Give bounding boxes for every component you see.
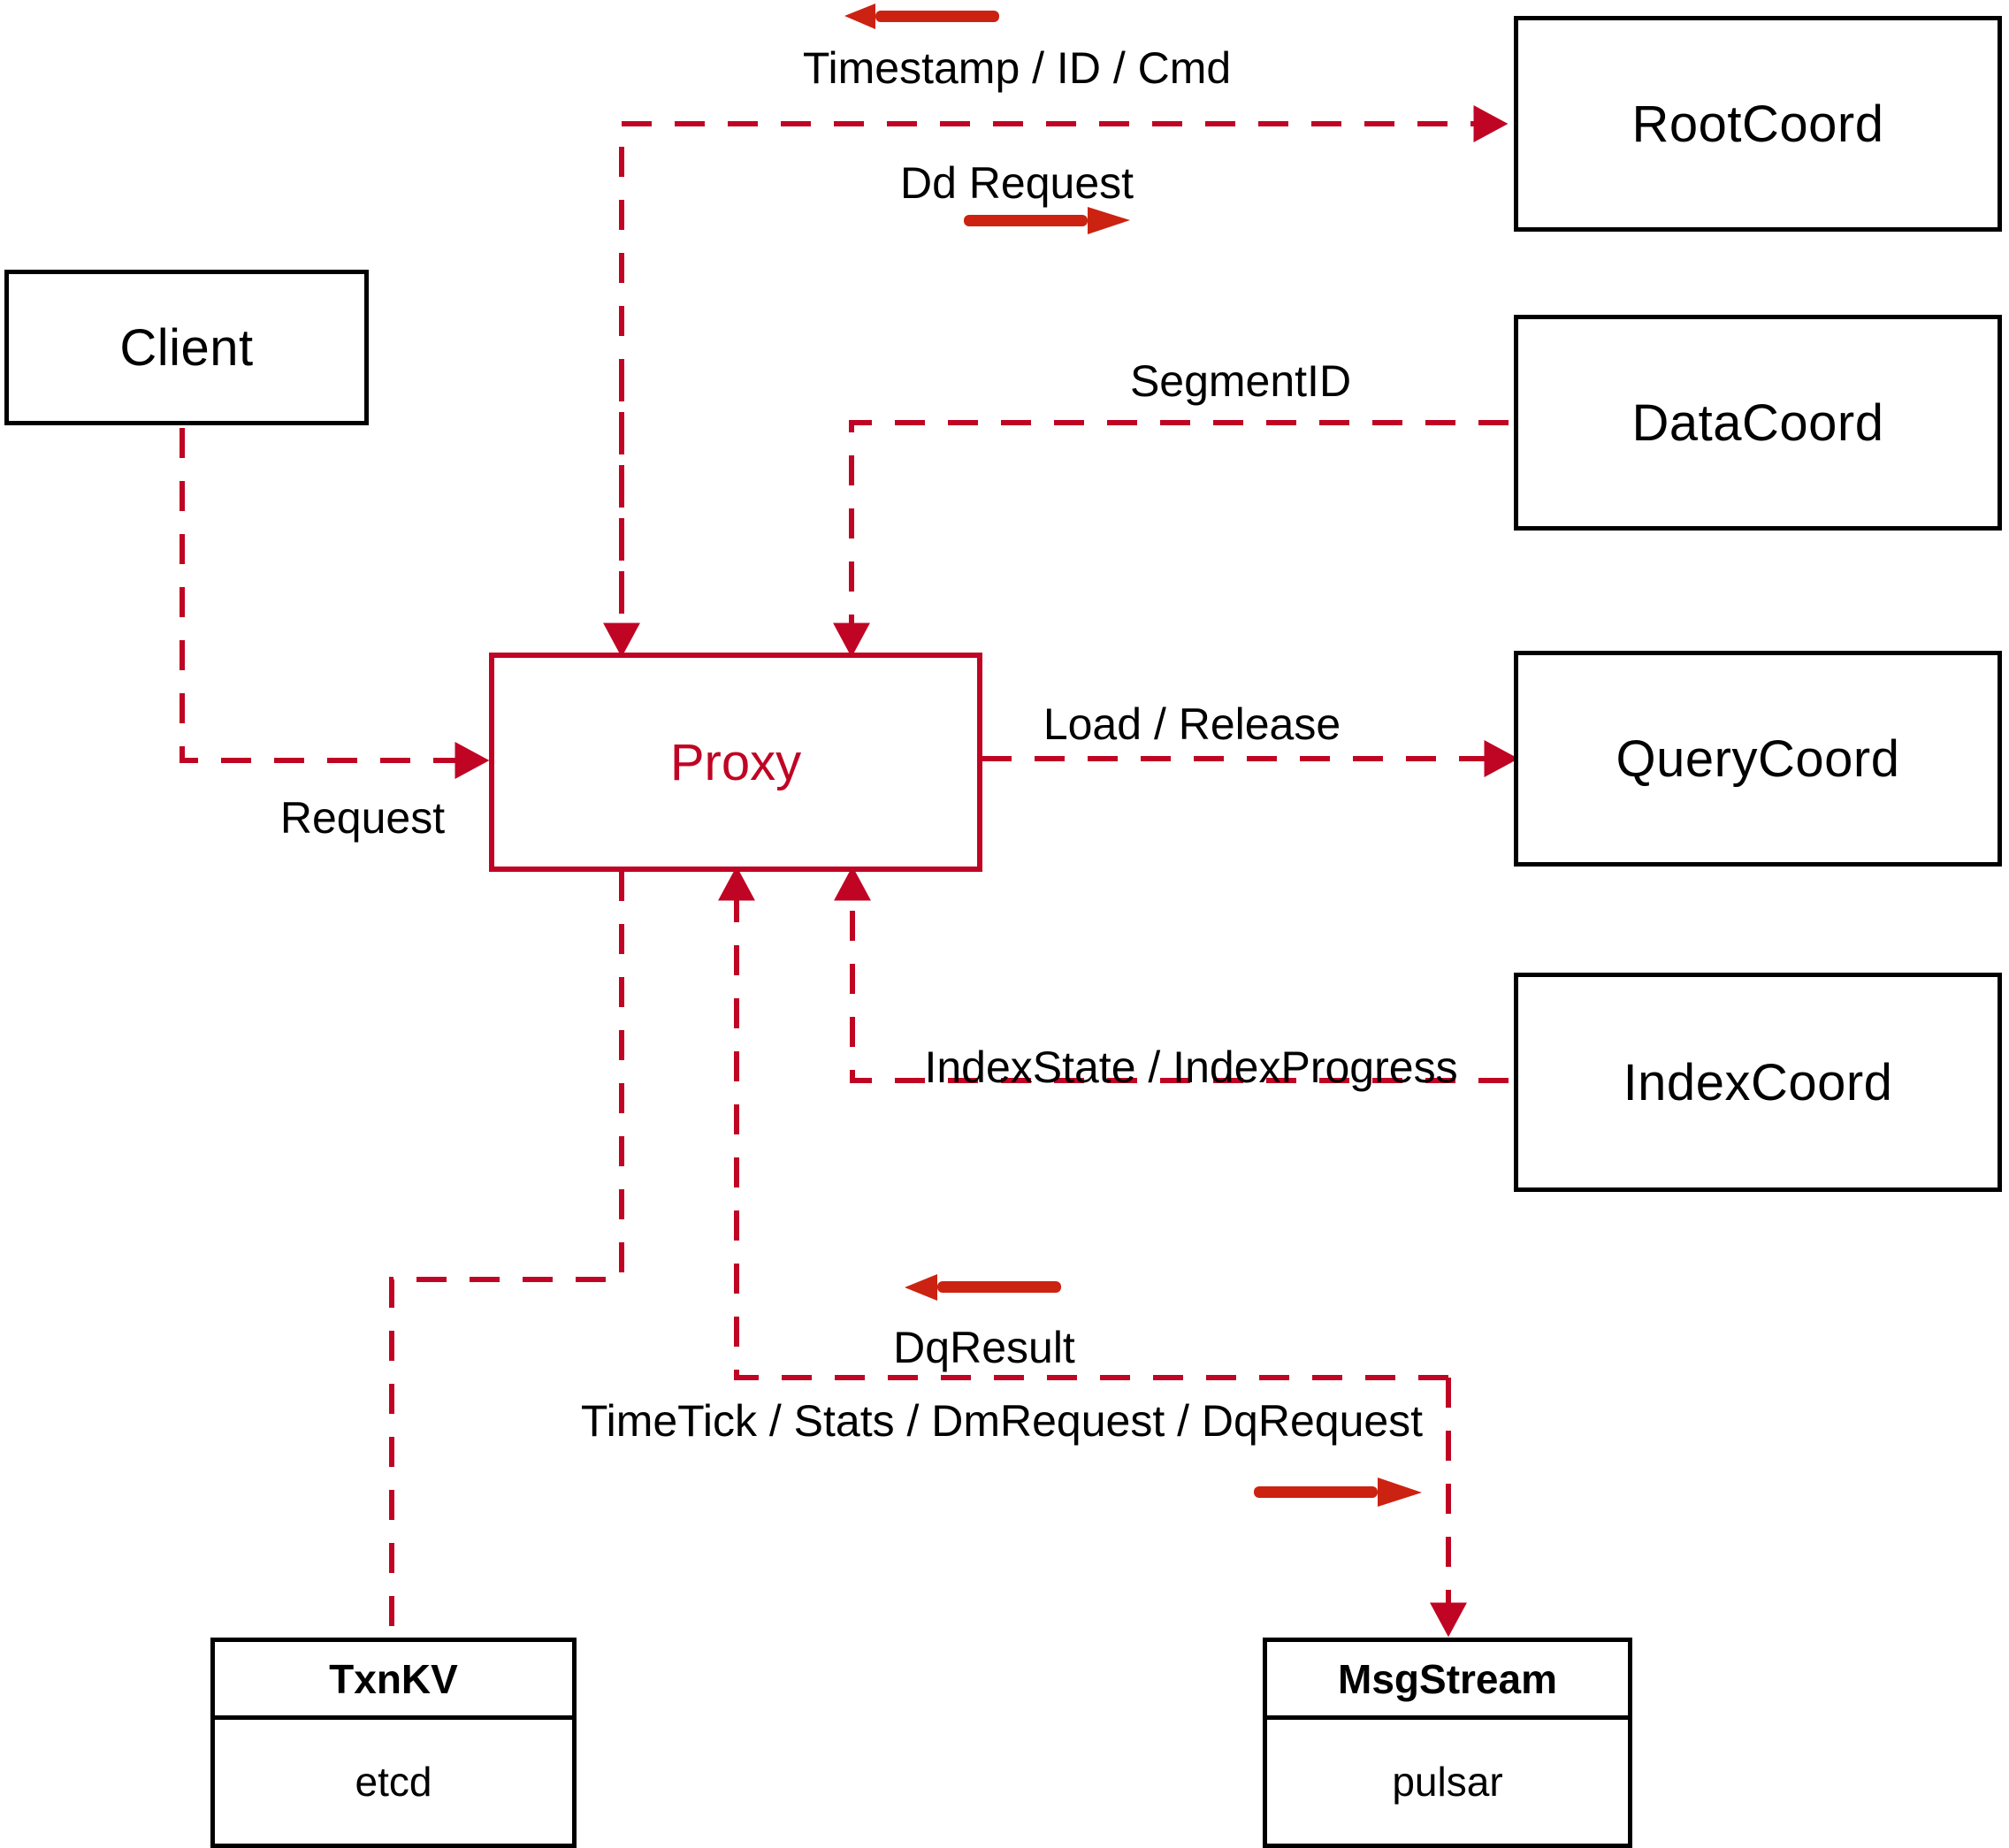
edge-label-dd-request: Dd Request [899,158,1134,208]
direction-arrow-timetick [1254,1478,1422,1507]
node-querycoord[interactable]: QueryCoord [1514,651,2002,867]
node-msgstream[interactable]: MsgStream pulsar [1263,1638,1632,1848]
direction-arrow-group [844,4,1422,1507]
node-rootcoord-label: RootCoord [1631,95,1884,153]
edge-label-segment-id: SegmentID [1129,356,1352,406]
edge-label-dq-result: DqResult [893,1323,1075,1372]
direction-arrow-dqresult [905,1274,1061,1301]
node-msgstream-impl: pulsar [1392,1759,1503,1805]
direction-arrow-timestamp [844,4,999,29]
node-datacoord-label: DataCoord [1631,393,1884,452]
node-proxy[interactable]: Proxy [489,653,982,872]
node-msgstream-title: MsgStream [1267,1642,1628,1720]
edge-proxy-to-txnkv [389,871,624,1638]
node-txnkv[interactable]: TxnKV etcd [210,1638,577,1848]
direction-arrow-dd-request [964,207,1130,234]
edge-client-to-proxy [180,428,490,779]
node-client-label: Client [119,318,254,377]
edge-label-index-state-progress: IndexState / IndexProgress [924,1042,1458,1092]
node-indexcoord[interactable]: IndexCoord [1514,973,2002,1192]
node-rootcoord[interactable]: RootCoord [1514,16,2002,232]
node-client[interactable]: Client [4,270,369,425]
node-datacoord[interactable]: DataCoord [1514,315,2002,531]
node-indexcoord-label: IndexCoord [1623,1053,1893,1111]
node-txnkv-impl: etcd [355,1759,432,1805]
edge-datacoord-to-proxy [833,420,1509,658]
edge-indexcoord-to-proxy [834,866,1509,1083]
edge-label-timetick-stats-dm-dq: TimeTick / Stats / DmRequest / DqRequest [580,1396,1424,1446]
node-proxy-label: Proxy [669,733,802,791]
node-querycoord-label: QueryCoord [1616,729,1900,788]
edge-label-request: Request [279,793,446,843]
edge-label-timestamp-id-cmd: Timestamp / ID / Cmd [802,43,1232,93]
edge-msgstream-to-proxy [718,866,1448,1380]
edge-label-load-release: Load / Release [1043,699,1341,749]
node-txnkv-title: TxnKV [215,1642,572,1720]
